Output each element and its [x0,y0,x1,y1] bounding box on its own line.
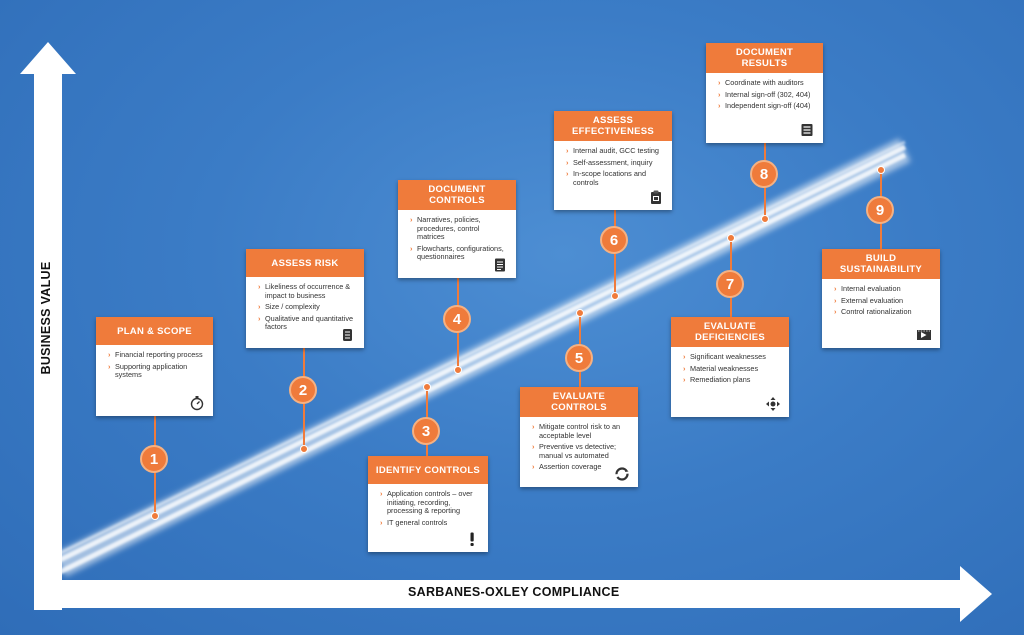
step-1-bullet: Financial reporting process [108,350,203,360]
document-icon [492,257,508,273]
step-3-body: Application controls – over initiating, … [368,484,488,534]
step-8-dot [761,215,769,223]
step-4-bullet: Flowcharts, configurations, questionnair… [410,244,506,262]
step-3-card: IDENTIFY CONTROLS Application controls –… [368,456,488,552]
step-6-badge: 6 [600,226,628,254]
step-2-badge: 2 [289,376,317,404]
step-1-card: PLAN & SCOPE Financial reporting process… [96,317,213,416]
step-5-card: EVALUATE CONTROLS Mitigate control risk … [520,387,638,487]
step-7-bullet: Remediation plans [683,376,779,385]
step-7-title: EVALUATE DEFICIENCIES [671,317,789,347]
step-1-badge: 1 [140,445,168,473]
step-9-card: BUILD SUSTAINABILITY Internal evaluation… [822,249,940,348]
stopwatch-icon [189,395,205,411]
step-1-dot [151,512,159,520]
step-7-card: EVALUATE DEFICIENCIES Significant weakne… [671,317,789,417]
step-2-dot [300,445,308,453]
step-8-badge: 8 [750,160,778,188]
step-5-bullet: Assertion coverage [532,463,628,472]
y-axis-arrow [20,42,76,610]
step-6-body: Internal audit, GCC testing Self-assessm… [554,141,672,194]
step-6-bullet: Self-assessment, inquiry [566,158,662,168]
step-9-body: Internal evaluation External evaluation … [822,279,940,324]
step-2-card: ASSESS RISK Likeliness of occurrence & i… [246,249,364,348]
step-2-body: Likeliness of occurrence & impact to bus… [246,277,364,339]
step-4-dot [454,366,462,374]
step-4-title: DOCUMENT CONTROLS [398,180,516,210]
step-8-bullet: Internal sign-off (302, 404) [718,90,813,100]
step-2-bullet: Qualitative and quantitative factors [258,314,354,332]
step-7-badge: 7 [716,270,744,298]
step-1-body: Financial reporting process Supporting a… [96,345,213,387]
step-1-bullet: Supporting application systems [108,362,203,380]
scroll-icon [340,327,356,343]
binder-icon [799,122,815,138]
step-2-title: ASSESS RISK [246,249,364,277]
step-5-bullet: Mitigate control risk to an acceptable l… [532,422,628,440]
step-5-title: EVALUATE CONTROLS [520,387,638,417]
exclamation-icon [464,531,480,547]
step-6-bullet: In-scope locations and controls [566,169,662,187]
step-9-bullet: Internal evaluation [834,284,930,294]
step-9-dot [877,166,885,174]
step-3-badge: 3 [412,417,440,445]
step-8-card: DOCUMENT RESULTS Coordinate with auditor… [706,43,823,143]
step-4-card: DOCUMENT CONTROLS Narratives, policies, … [398,180,516,278]
step-9-title: BUILD SUSTAINABILITY [822,249,940,279]
step-9-bullet: External evaluation [834,296,930,306]
x-axis-arrow [34,566,992,622]
step-3-bullet: Application controls – over initiating, … [380,489,478,516]
step-7-dot [727,234,735,242]
step-8-bullet: Coordinate with auditors [718,78,813,88]
step-7-body: Significant weaknesses Material weakness… [671,347,789,392]
clipboard-icon [648,189,664,205]
step-4-body: Narratives, policies, procedures, contro… [398,210,516,269]
x-axis-label: SARBANES-OXLEY COMPLIANCE [408,585,620,599]
step-8-title: DOCUMENT RESULTS [706,43,823,73]
step-9-bullet: Control rationalization [834,308,930,317]
step-3-dot [423,383,431,391]
step-7-bullet: Material weaknesses [683,364,779,374]
step-4-badge: 4 [443,305,471,333]
step-1-title: PLAN & SCOPE [96,317,213,345]
step-6-card: ASSESS EFFECTIVENESS Internal audit, GCC… [554,111,672,210]
step-2-bullet: Size / complexity [258,303,354,312]
y-axis-label: BUSINESS VALUE [39,261,53,375]
step-5-body: Mitigate control risk to an acceptable l… [520,417,638,479]
step-5-bullet: Preventive vs detective; manual vs autom… [532,442,628,460]
step-6-bullet: Internal audit, GCC testing [566,146,662,156]
step-8-body: Coordinate with auditors Internal sign-o… [706,73,823,118]
step-2-bullet: Likeliness of occurrence & impact to bus… [258,282,354,300]
step-3-title: IDENTIFY CONTROLS [368,456,488,484]
step-4-bullet: Narratives, policies, procedures, contro… [410,215,506,242]
cycle-icon [614,466,630,482]
step-6-dot [611,292,619,300]
forward-icon [916,327,932,343]
step-8-bullet: Independent sign-off (404) [718,102,813,111]
step-6-title: ASSESS EFFECTIVENESS [554,111,672,141]
step-3-bullet: IT general controls [380,518,478,528]
step-9-badge: 9 [866,196,894,224]
step-7-bullet: Significant weaknesses [683,352,779,362]
step-5-badge: 5 [565,344,593,372]
step-5-dot [576,309,584,317]
arrows-icon [765,396,781,412]
